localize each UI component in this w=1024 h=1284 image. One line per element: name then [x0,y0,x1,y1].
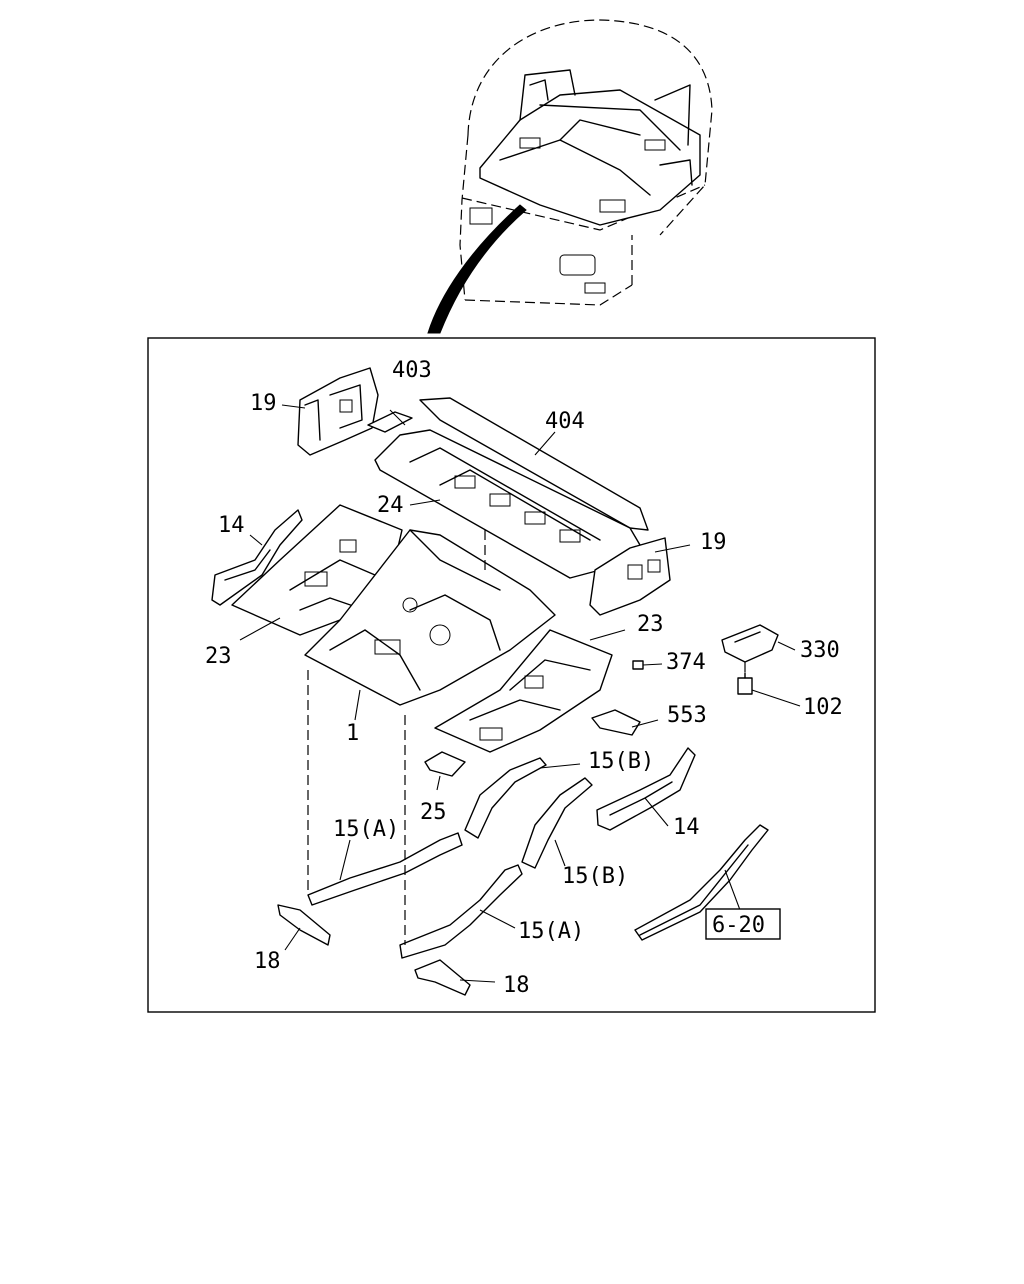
part-25 [424,751,466,777]
callout-23-left: 23 [205,644,232,669]
part-18-right [414,959,471,996]
callout-403: 403 [392,358,432,383]
part-102 [737,672,753,695]
callout-102: 102 [803,695,843,720]
part-403 [367,411,413,433]
part-15a-left [307,832,463,906]
callout-19-left: 19 [250,391,277,416]
callout-14-left: 14 [218,513,245,538]
detail-frame [147,337,876,1013]
part-374 [632,660,644,670]
callout-25: 25 [420,800,447,825]
callout-23-right: 23 [637,612,664,637]
part-553 [591,709,641,736]
cab-overview [459,19,713,306]
part-6-20-frame [634,824,769,941]
callout-374: 374 [666,650,706,675]
reference-box [705,908,781,940]
part-18-left [277,904,331,946]
leader-lines [239,404,801,983]
part-15b-upper [464,757,547,839]
callout-19-right: 19 [700,530,727,555]
part-15b-lower [521,777,593,869]
callout-14-right: 14 [673,815,700,840]
callout-18-right: 18 [503,973,530,998]
callout-330: 330 [800,638,840,663]
part-1-center [304,529,556,706]
part-14-left [211,509,303,606]
callout-15a-left: 15(A) [333,817,399,842]
callout-15b-lower: 15(B) [562,864,628,889]
callout-15a-right: 15(A) [518,919,584,944]
part-19-left [297,367,379,456]
callout-labels: 403 404 19 24 14 19 23 23 330 374 102 55… [205,358,843,998]
callout-1: 1 [346,721,359,746]
part-19-right [589,537,671,616]
reference-label: 6-20 [712,913,765,938]
part-330 [721,624,779,680]
callout-15b-upper: 15(B) [588,749,654,774]
callout-553: 553 [667,703,707,728]
detail-pointer [427,204,527,334]
callout-18-left: 18 [254,949,281,974]
callout-24: 24 [377,493,404,518]
part-15a-right [399,864,523,959]
part-23-right [434,629,613,753]
callout-404: 404 [545,409,585,434]
